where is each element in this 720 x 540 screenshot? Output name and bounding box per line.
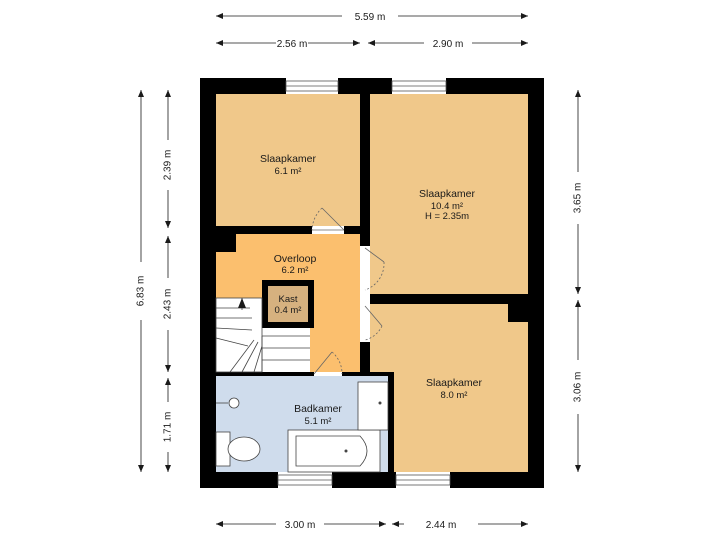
doors: [311, 207, 385, 376]
label-kast-area: 0.4 m²: [275, 305, 302, 316]
dim-left-top: 2.39 m: [163, 150, 174, 181]
room-slaapkamer-ne: [370, 94, 528, 294]
label-badkamer-area: 5.1 m²: [305, 416, 332, 427]
label-slaapkamer-ne-name: Slaapkamer: [419, 188, 476, 200]
stair-arrow-icon: [238, 298, 246, 308]
dim-left-total: 6.83 m: [136, 276, 147, 307]
label-overloop-name: Overloop: [274, 253, 317, 265]
label-slaapkamer-ne-area: 10.4 m²: [431, 201, 463, 212]
room-overloop: [216, 234, 360, 372]
label-badkamer-name: Badkamer: [294, 403, 342, 415]
label-overloop-area: 6.2 m²: [282, 265, 309, 276]
label-slaapkamer-nw-name: Slaapkamer: [260, 153, 317, 165]
label-slaapkamer-se-name: Slaapkamer: [426, 377, 483, 389]
staircase: [215, 297, 310, 373]
dim-bottom-left: 3.00 m: [285, 520, 316, 531]
label-slaapkamer-nw-area: 6.1 m²: [275, 166, 302, 177]
room-slaapkamer-nw: [216, 94, 360, 226]
dim-top-total: 5.59 m: [355, 12, 386, 23]
room-slaapkamer-se: [370, 304, 528, 472]
dim-right-bottom: 3.06 m: [573, 372, 584, 403]
dimension-lines: [138, 13, 581, 527]
walls: [200, 78, 544, 488]
dim-top-right: 2.90 m: [433, 39, 464, 50]
bathroom-fixtures: [215, 381, 389, 473]
dim-left-mid: 2.43 m: [163, 289, 174, 320]
label-slaapkamer-se-area: 8.0 m²: [441, 390, 468, 401]
dim-top-left: 2.56 m: [277, 39, 308, 50]
dim-right-top: 3.65 m: [573, 183, 584, 214]
dim-bottom-right: 2.44 m: [426, 520, 457, 531]
dim-left-bottom: 1.71 m: [163, 412, 174, 443]
label-slaapkamer-ne-height: H = 2.35m: [425, 211, 469, 222]
room-kast: [268, 286, 308, 322]
label-kast-name: Kast: [278, 294, 297, 305]
